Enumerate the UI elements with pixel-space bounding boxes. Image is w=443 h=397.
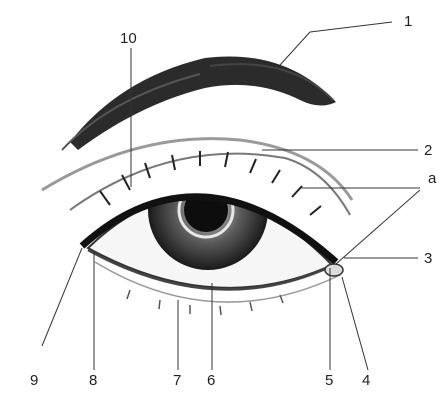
leader-a2 bbox=[336, 190, 420, 264]
label-7: 7 bbox=[173, 372, 181, 389]
label-1: 1 bbox=[404, 13, 412, 30]
label-4: 4 bbox=[362, 372, 370, 389]
leader-4 bbox=[342, 277, 368, 370]
label-8: 8 bbox=[89, 372, 97, 389]
label-5: 5 bbox=[325, 372, 333, 389]
caruncle bbox=[325, 264, 343, 276]
leader-9 bbox=[42, 248, 82, 346]
label-6: 6 bbox=[207, 372, 215, 389]
eyebrow bbox=[62, 56, 336, 150]
label-9: 9 bbox=[30, 372, 38, 389]
leader-1 bbox=[280, 32, 310, 65]
label-a: a bbox=[428, 170, 437, 187]
label-10: 10 bbox=[120, 30, 137, 47]
label-2: 2 bbox=[424, 142, 432, 159]
leader-1b bbox=[310, 22, 392, 32]
label-3: 3 bbox=[424, 250, 432, 267]
